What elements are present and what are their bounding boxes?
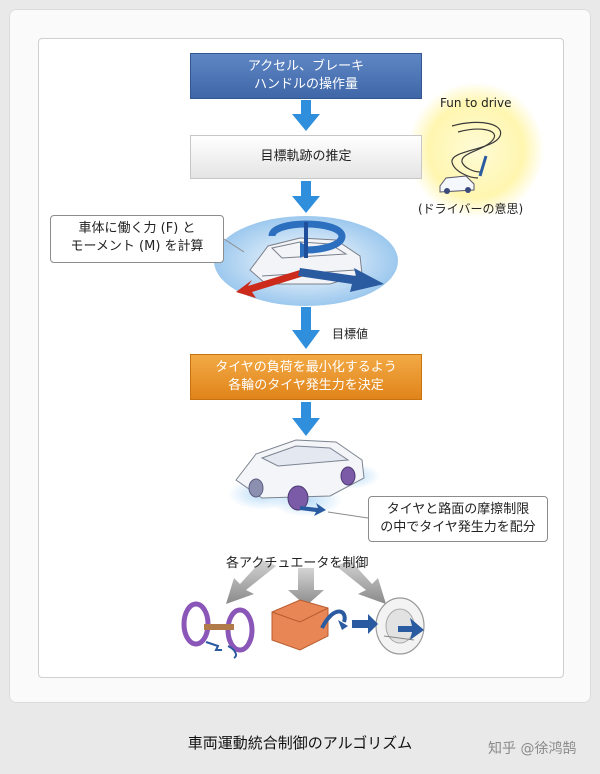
actuator-arrow-center — [288, 568, 324, 606]
drive-unit-icon — [271, 599, 348, 651]
vehicle-force-callout: 車体に働く力 (F) と モーメント (M) を計算 — [50, 215, 224, 263]
brake-actuator-icon — [352, 597, 425, 655]
pedal-input-line2: ハンドルの操作量 — [253, 77, 358, 92]
pedal-steering-input-box: アクセル、ブレーキ ハンドルの操作量 — [190, 53, 422, 99]
vehicle-force-line1: 車体に働く力 (F) と — [78, 221, 196, 236]
wheel-icons — [248, 466, 356, 511]
road-icon — [451, 121, 502, 179]
tire-distribution-line1: タイヤと路面の摩擦制限 — [386, 502, 530, 517]
target-value-label: 目標値 — [332, 327, 369, 341]
small-car-icon — [439, 175, 475, 194]
flow-arrow-3 — [292, 307, 320, 349]
tire-force-line1: タイヤの負荷を最小化するよう — [215, 360, 397, 375]
driver-title: Fun to drive — [440, 96, 512, 110]
flow-arrow-1 — [292, 100, 320, 131]
road-direction-arrow — [478, 155, 488, 177]
driver-subtitle: (ドライバーの意思) — [418, 202, 524, 216]
trajectory-label: 目標軌跡の推定 — [260, 149, 352, 164]
tire-distribution-line2: の中でタイヤ発生力を配分 — [380, 520, 536, 535]
red-force-arrow — [236, 270, 304, 298]
tire-distribution-callout: タイヤと路面の摩擦制限 の中でタイヤ発生力を配分 — [368, 496, 548, 542]
watermark: 知乎 @徐鸿鹄 — [488, 741, 577, 757]
force-callout-pointer — [223, 238, 245, 253]
actuator-arrow-left — [226, 560, 276, 604]
blue-force-arrow — [298, 268, 384, 292]
steering-actuator-icon — [181, 601, 255, 659]
tire-force-line2: 各輪のタイヤ発生力を決定 — [228, 378, 384, 393]
trajectory-estimation-box: 目標軌跡の推定 — [190, 135, 422, 179]
moment-rotation-icon — [268, 220, 346, 258]
car-wireframe-icon — [249, 237, 363, 285]
flow-arrow-2 — [292, 181, 320, 213]
car-body-icon — [235, 439, 365, 499]
tire-force-arrow — [300, 503, 326, 516]
flow-arrow-4 — [292, 402, 320, 436]
vehicle-force-line2: モーメント (M) を計算 — [70, 239, 204, 254]
actuator-control-label: 各アクチュエータを制御 — [226, 556, 369, 571]
actuator-arrow-right — [336, 560, 386, 604]
callout-pointer — [327, 511, 369, 519]
diagram-caption: 車両運動統合制御のアルゴリズム — [187, 734, 413, 752]
pedal-input-line1: アクセル、ブレーキ — [247, 59, 365, 74]
tire-force-decision-box: タイヤの負荷を最小化するよう 各輪のタイヤ発生力を決定 — [190, 354, 422, 400]
